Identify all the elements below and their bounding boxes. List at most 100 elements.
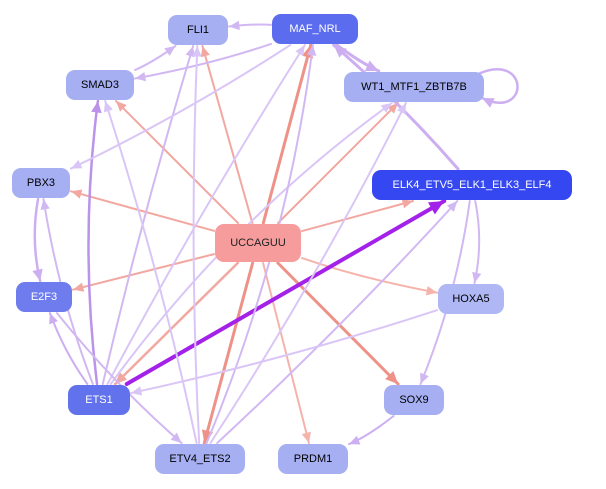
edge-etv4_ets2-fli1 (192, 45, 202, 444)
node-fli1[interactable]: FLI1 (168, 15, 228, 45)
edge-uccaguu-hoxa5 (301, 257, 438, 296)
edge-ets1-fli1 (101, 45, 195, 385)
edge-uccaguu-elk4_etv5_elk1_elk3_elf4 (301, 199, 414, 233)
edge-arrowhead (427, 201, 445, 215)
edge-hoxa5-ets1 (130, 309, 438, 396)
node-label: PRDM1 (293, 452, 333, 465)
edge-arrowhead (295, 45, 305, 57)
edge-uccaguu-wt1_mtf1_zbtb7b (277, 102, 399, 224)
edge-arrowhead (306, 45, 317, 56)
edge-line (72, 253, 215, 291)
edge-etv4_ets2-wt1_mtf1_zbtb7b (209, 102, 407, 444)
edge-ets1-smad3 (87, 99, 102, 386)
node-elk4_etv5_elk1_elk3_elf4[interactable]: ELK4_ETV5_ELK1_ELK3_ELF4 (372, 170, 572, 200)
edge-arrowhead (91, 101, 102, 114)
edge-line (332, 43, 460, 171)
edge-smad3-fli1 (134, 45, 177, 71)
edge-arrowhead (380, 103, 392, 113)
edge-line (87, 99, 100, 386)
edge-arrowhead (71, 189, 83, 199)
edge-arrowhead (301, 431, 311, 443)
edge-arrowhead (401, 199, 413, 209)
node-label: PBX3 (26, 176, 56, 189)
edge-arrowhead (200, 46, 210, 58)
edge-line (124, 199, 447, 386)
edge-line (201, 45, 254, 224)
edge-line (262, 262, 310, 444)
edge-arrowhead (131, 386, 143, 396)
edge-arrowhead (420, 372, 429, 384)
edge-arrowhead (40, 199, 50, 211)
edge-arrowhead (387, 103, 398, 114)
edge-pbx3-e2f3 (32, 197, 43, 283)
edge-elk4_etv5_elk1_elk3_elf4-hoxa5 (472, 200, 482, 284)
edge-arrowhead (103, 101, 113, 113)
edge-arrowhead (192, 46, 202, 57)
edge-line (104, 100, 198, 444)
node-sox9[interactable]: SOX9 (384, 385, 444, 415)
edge-etv4_ets2-smad3 (103, 100, 198, 444)
node-wt1_mtf1_zbtb7b[interactable]: WT1_MTF1_ZBTB7B (344, 72, 484, 102)
edge-uccaguu-e2f3 (72, 253, 215, 292)
edge-arrowhead (482, 98, 495, 108)
node-etv4_ets2[interactable]: ETV4_ETS2 (155, 444, 245, 474)
edge-line (192, 45, 201, 444)
edge-line (202, 261, 255, 445)
edge-arrowhead (32, 268, 43, 281)
node-label: MAF_NRL (289, 22, 341, 35)
edge-line (106, 44, 306, 385)
edge-line (261, 43, 313, 225)
edge-maf_nrl-fli1 (228, 20, 272, 31)
edge-line (209, 102, 407, 444)
edge-arrowhead (333, 45, 347, 58)
node-prdm1[interactable]: PRDM1 (278, 444, 348, 474)
edge-line (134, 42, 272, 80)
node-label: HOXA5 (452, 292, 490, 305)
edge-arrowhead (229, 20, 240, 31)
edge-arrowhead (73, 282, 85, 292)
edge-arrowhead (364, 60, 379, 72)
edge-arrowhead (472, 271, 482, 283)
edge-arrowhead (301, 45, 314, 59)
edge-line (301, 200, 414, 233)
edge-arrowhead (71, 159, 83, 169)
edge-line (113, 261, 239, 386)
edge-maf_nrl-pbx3 (70, 44, 292, 170)
edge-arrowhead (349, 435, 361, 445)
node-label: ELK4_ETV5_ELK1_ELK3_ELF4 (392, 178, 552, 191)
edge-uccaguu-ets1 (113, 261, 239, 386)
edge-arrowhead (49, 313, 58, 325)
node-uccaguu[interactable]: UCCAGUU (215, 224, 301, 262)
node-smad3[interactable]: SMAD3 (66, 70, 134, 100)
node-label: E2F3 (30, 290, 58, 303)
edge-arrowhead (170, 432, 182, 443)
edge-line (115, 100, 239, 224)
edge-line (277, 102, 399, 224)
node-maf_nrl[interactable]: MAF_NRL (272, 14, 358, 44)
edge-ets1-maf_nrl (106, 44, 306, 385)
node-label: WT1_MTF1_ZBTB7B (361, 80, 467, 93)
node-ets1[interactable]: ETS1 (68, 385, 130, 415)
edge-wt1_mtf1_zbtb7b-wt1_mtf1_zbtb7b (476, 68, 519, 108)
node-label: SMAD3 (81, 78, 119, 91)
edge-arrowhead (115, 372, 128, 384)
edge-maf_nrl-smad3 (134, 42, 272, 82)
edge-arrowhead (164, 46, 176, 56)
node-e2f3[interactable]: E2F3 (16, 282, 72, 312)
edge-line (70, 44, 292, 170)
edge-ets1-e2f3 (48, 312, 89, 385)
node-pbx3[interactable]: PBX3 (12, 168, 70, 198)
node-label: SOX9 (399, 393, 429, 406)
edge-arrowhead (135, 72, 147, 82)
edge-uccaguu-prdm1 (262, 262, 311, 444)
node-hoxa5[interactable]: HOXA5 (438, 284, 504, 314)
edge-uccaguu-maf_nrl (261, 43, 314, 225)
edge-arrowhead (397, 103, 406, 115)
edge-arrowhead (185, 46, 195, 58)
edge-ets1-elk4_etv5_elk1_elk3_elf4 (124, 199, 447, 386)
edge-line (301, 257, 438, 294)
edge-uccaguu-smad3 (115, 100, 239, 224)
edge-sox9-prdm1 (348, 415, 395, 446)
